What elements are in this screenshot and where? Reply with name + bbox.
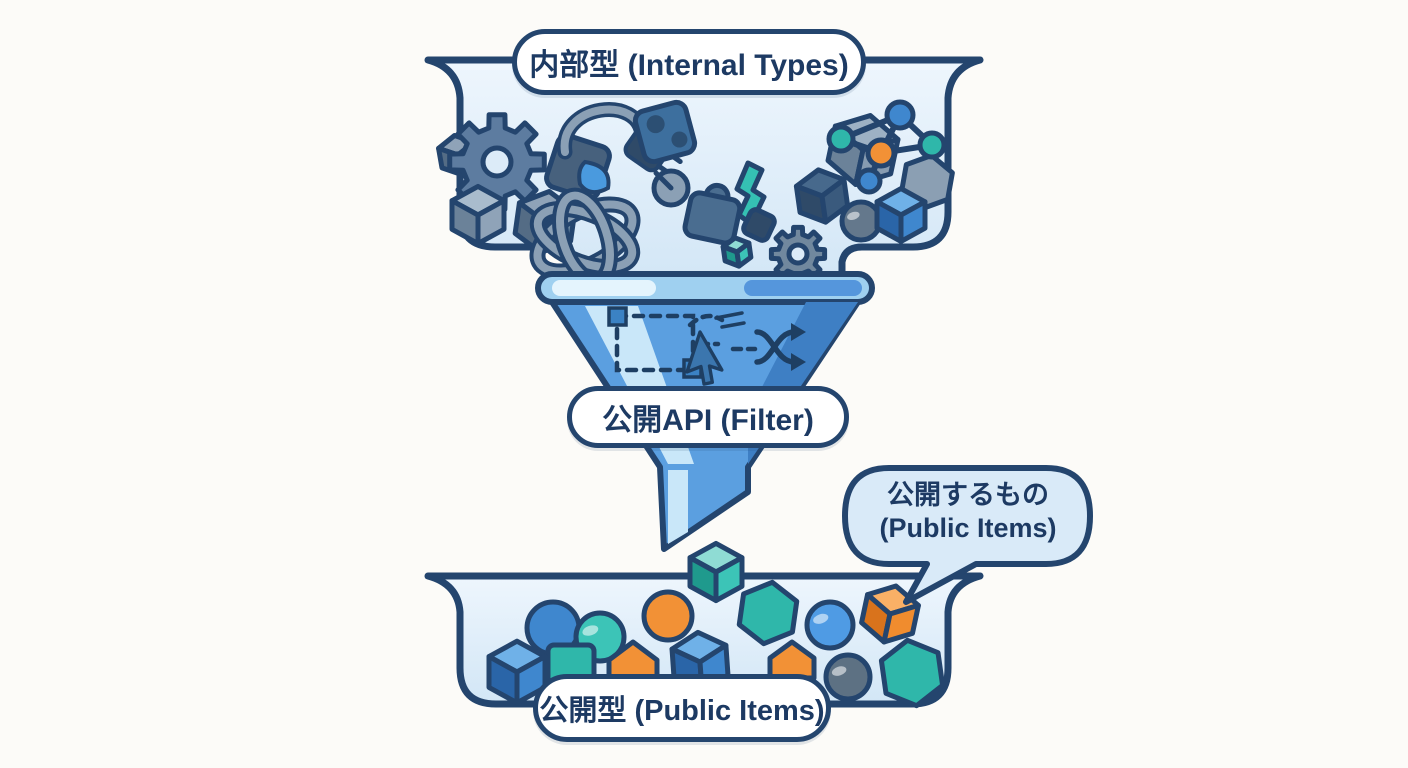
public-items-label-text: 公開型 (Public Items) [539, 687, 824, 729]
internal-types-label: 内部型 (Internal Types) [512, 29, 866, 95]
circle-icon [644, 592, 692, 640]
internal-types-label-text: 内部型 (Internal Types) [529, 40, 848, 84]
node-icon [829, 127, 853, 151]
marquee-handle-icon [609, 308, 626, 325]
public-items-label: 公開型 (Public Items) [533, 674, 831, 742]
spout-highlight [668, 470, 688, 544]
bubble-line-2: (Public Items) [845, 512, 1091, 545]
funnel-rim-highlight [552, 280, 656, 296]
speech-bubble-label: 公開するもの (Public Items) [845, 479, 1091, 545]
cube-icon [452, 186, 504, 243]
dial-icon [654, 171, 688, 205]
sphere-icon [842, 202, 880, 240]
tile-icon [633, 100, 697, 164]
node-icon [920, 133, 944, 157]
bubble-line-1: 公開するもの [845, 479, 1091, 512]
sphere-icon [826, 655, 870, 699]
funnel-rim-shade [744, 280, 862, 296]
node-icon [868, 140, 894, 166]
cube-icon [690, 543, 742, 600]
cube-icon [877, 189, 925, 242]
node-icon [887, 102, 913, 128]
public-api-label: 公開API (Filter) [567, 386, 849, 448]
sphere-icon [807, 602, 853, 648]
node-icon [858, 170, 880, 192]
public-api-label-text: 公開API (Filter) [602, 395, 814, 439]
